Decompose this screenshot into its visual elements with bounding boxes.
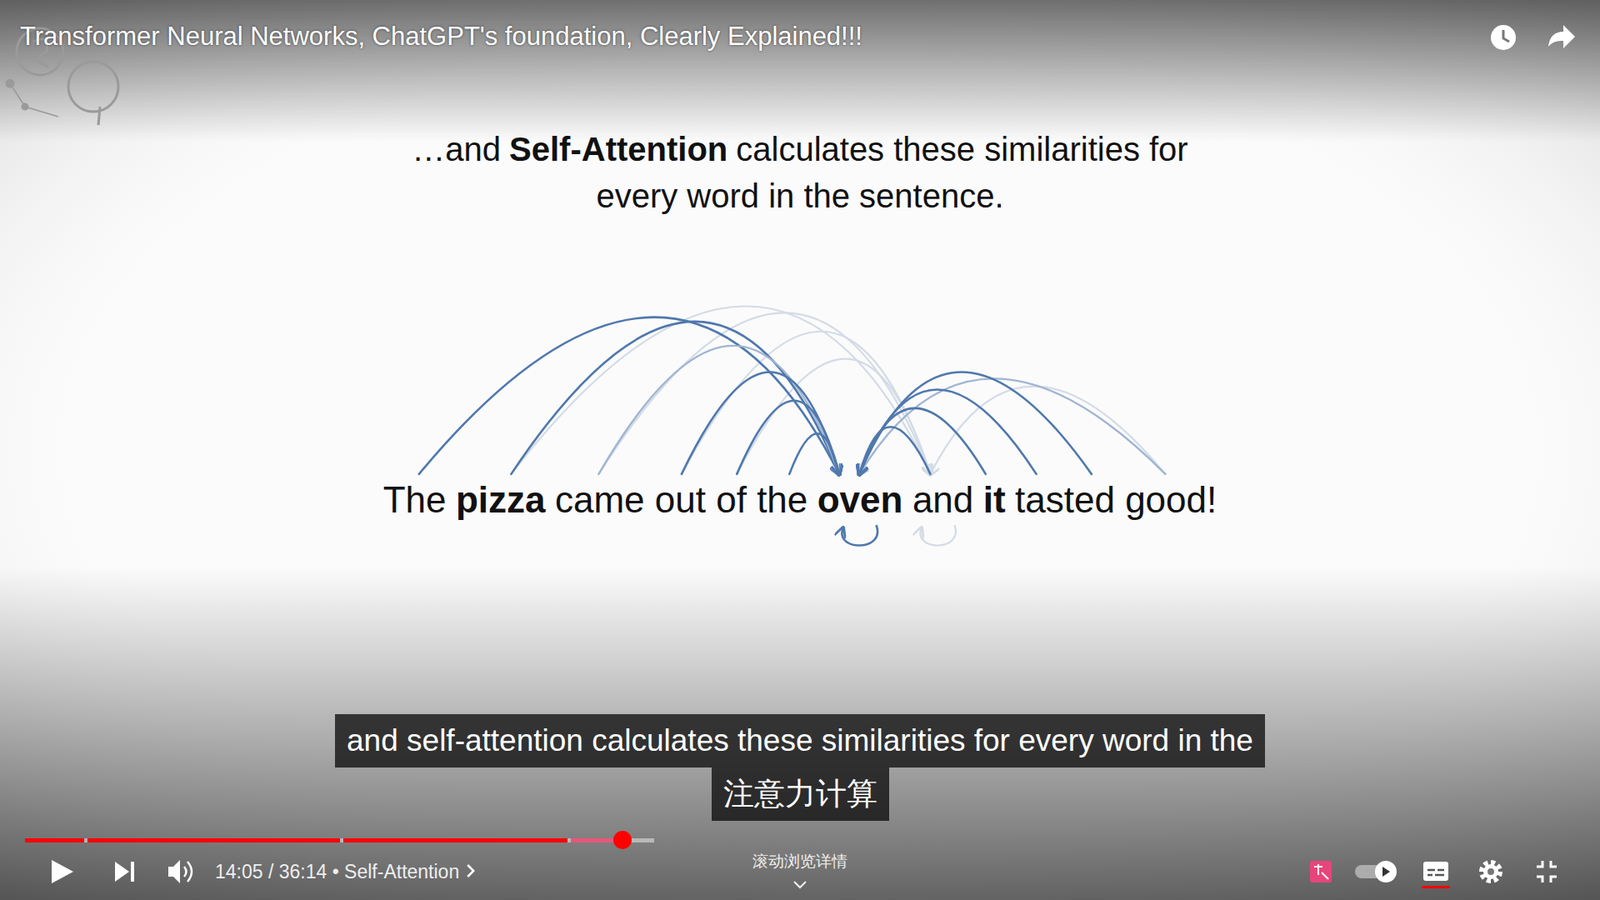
progress-handle bbox=[613, 830, 632, 850]
subtitle-row: and self-attention calculates these simi… bbox=[0, 714, 1600, 768]
translate-glyph bbox=[1314, 864, 1329, 880]
translate-badge bbox=[1310, 860, 1332, 883]
sentence-word: The bbox=[383, 479, 447, 520]
sentence-word: tasted good! bbox=[1015, 479, 1217, 520]
attention-arc bbox=[859, 378, 1165, 475]
volume-icon bbox=[168, 860, 192, 884]
share-icon bbox=[1548, 25, 1575, 49]
attention-arc bbox=[859, 390, 1036, 475]
subtitle-area: and self-attention calculates these simi… bbox=[0, 714, 1600, 821]
subtitle-line: 注意力计算 bbox=[711, 767, 890, 821]
clock-hands bbox=[1503, 30, 1510, 42]
top-shade bbox=[0, 0, 1600, 142]
hint-text: 滚动浏览详情 bbox=[752, 852, 848, 870]
attention-arc bbox=[736, 359, 930, 475]
watch-later-icon bbox=[1490, 25, 1516, 50]
sentence-word: pizza bbox=[455, 479, 546, 520]
sentence-word: and bbox=[912, 479, 974, 520]
toggle-play bbox=[1382, 866, 1390, 877]
subtitle-row: 注意力计算 bbox=[0, 767, 1600, 821]
sentence-word: oven bbox=[817, 479, 904, 520]
scroll-chevron bbox=[794, 881, 806, 888]
logo-line bbox=[10, 83, 59, 117]
attention-arc bbox=[859, 371, 1092, 474]
cc-lines bbox=[1427, 870, 1445, 875]
progress-track bbox=[25, 838, 655, 843]
cc-active bbox=[1421, 885, 1450, 889]
speaker bbox=[168, 860, 180, 884]
logo-tail bbox=[98, 106, 100, 125]
cc-box bbox=[1423, 861, 1449, 881]
chapter-chevron bbox=[467, 865, 474, 877]
progress-played bbox=[343, 838, 568, 843]
attention-arc bbox=[510, 321, 840, 475]
settings-icon bbox=[1481, 862, 1500, 881]
attention-arc bbox=[859, 426, 930, 475]
example-sentence: Thepizzacame out of theovenandittasted g… bbox=[0, 481, 1600, 519]
gear-hole bbox=[1487, 868, 1495, 875]
sound-wave bbox=[187, 861, 192, 882]
attention-arc bbox=[510, 305, 930, 474]
attention-arc bbox=[789, 433, 840, 475]
translate-icon bbox=[1310, 860, 1332, 883]
play-icon bbox=[51, 860, 74, 884]
video-title: Transformer Neural Networks, ChatGPT's f… bbox=[20, 21, 863, 51]
attention-arc bbox=[419, 317, 840, 475]
attention-arc bbox=[930, 386, 1165, 475]
next-icon bbox=[115, 861, 135, 882]
attention-arc bbox=[859, 408, 985, 475]
progress-bar bbox=[25, 830, 655, 850]
autoplay-toggle bbox=[1355, 860, 1397, 883]
heading-text: …and bbox=[411, 130, 501, 168]
logo-ring bbox=[68, 61, 119, 112]
self-attention-loop bbox=[920, 525, 956, 546]
self-attention-loop bbox=[841, 525, 878, 546]
video-title-bar: Transformer Neural Networks, ChatGPT's f… bbox=[20, 21, 863, 52]
progress-played bbox=[87, 838, 340, 843]
sentence-word: came out of the bbox=[555, 479, 808, 520]
bottom-shade bbox=[0, 566, 1600, 900]
attention-arc bbox=[681, 371, 840, 474]
toggle-knob bbox=[1375, 860, 1397, 883]
gear-teeth bbox=[1481, 862, 1500, 881]
sound-wave bbox=[184, 866, 187, 877]
gear-body bbox=[1483, 864, 1499, 880]
clock-face bbox=[1490, 25, 1516, 50]
attention-arc bbox=[598, 312, 930, 475]
heading-text: Self-Attention bbox=[509, 130, 728, 168]
subtitles-icon bbox=[1421, 861, 1450, 889]
time-text: 14:05 / 36:14 • Self-Attention bbox=[215, 860, 460, 883]
slide-heading: …andSelf-Attentioncalculates these simil… bbox=[408, 125, 1192, 220]
subtitle-line: and self-attention calculates these simi… bbox=[335, 714, 1265, 768]
next-triangle bbox=[115, 861, 130, 882]
attention-arc bbox=[736, 400, 840, 475]
scroll-hint: 滚动浏览详情 bbox=[633, 851, 967, 872]
next-bar bbox=[130, 861, 135, 882]
attention-arc bbox=[598, 345, 840, 475]
sentence-line: Thepizzacame out of theovenandittasted g… bbox=[383, 481, 1218, 519]
sentence-word: it bbox=[983, 479, 1006, 520]
progress-played bbox=[25, 838, 85, 843]
time-display: 14:05 / 36:14 • Self-Attention bbox=[215, 860, 460, 884]
exit-fullscreen-icon bbox=[1536, 860, 1557, 883]
